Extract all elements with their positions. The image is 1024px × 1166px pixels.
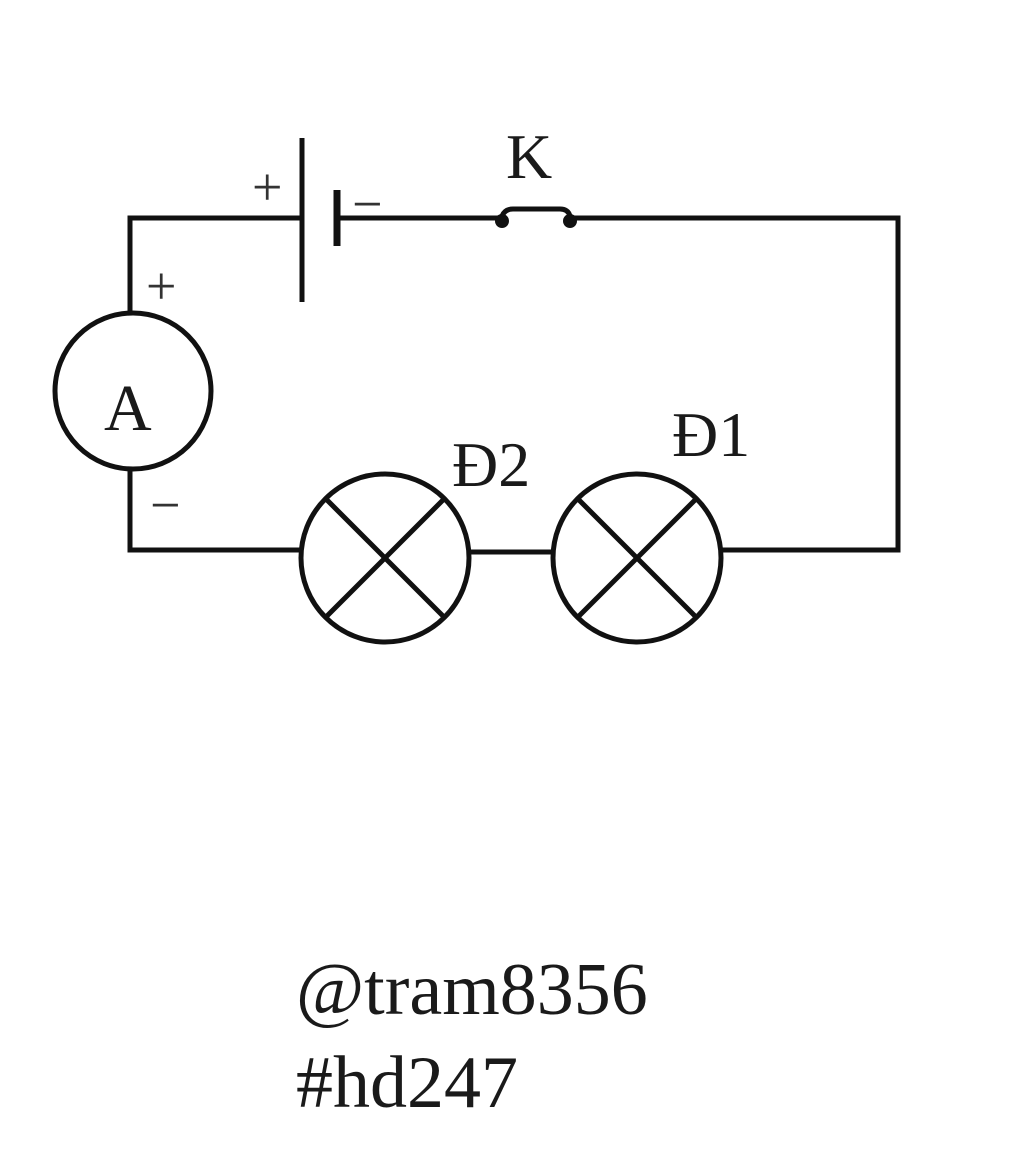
- switch: [495, 206, 577, 228]
- battery: [299, 138, 341, 302]
- battery-plus-sign: +: [252, 157, 282, 217]
- credit-username: @tram8356: [296, 949, 648, 1031]
- battery-minus-sign: −: [352, 174, 382, 234]
- ammeter-label: A: [104, 372, 152, 445]
- lamp-d1-cross-b: [575, 496, 699, 620]
- switch-lever: [499, 206, 573, 218]
- ammeter-minus-sign: −: [150, 475, 180, 535]
- lamp-d2-circle: [298, 471, 472, 645]
- lamp-d2: [298, 471, 472, 645]
- switch-label: K: [506, 121, 552, 192]
- credit-hashtag: #hd247: [296, 1042, 518, 1124]
- ammeter-plus-sign: +: [146, 256, 176, 316]
- ammeter: A: [52, 310, 214, 472]
- lamp-d1-circle: [550, 471, 724, 645]
- ammeter-circle: [52, 310, 214, 472]
- lamp-d2-label: Đ2: [452, 429, 530, 500]
- lamp-d1-label: Đ1: [672, 399, 750, 470]
- wire-left-lower: [127, 466, 303, 553]
- switch-contact-left: [495, 214, 509, 228]
- lamp-d2-cross-b: [323, 496, 447, 620]
- lamp-d1: [550, 471, 724, 645]
- wire-top-right: [567, 215, 901, 553]
